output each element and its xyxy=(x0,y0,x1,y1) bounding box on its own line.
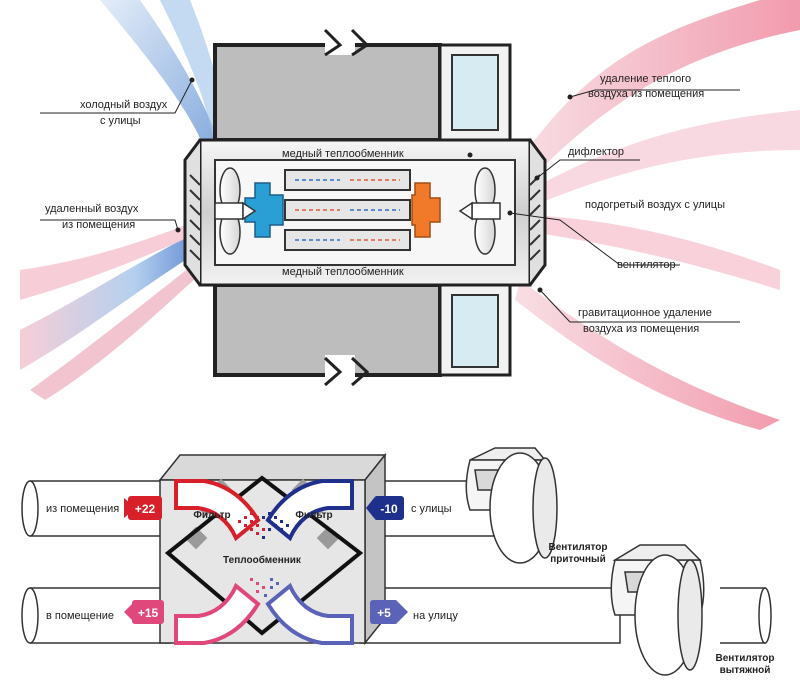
label-exchanger-top: медный теплообменник xyxy=(282,148,404,160)
copper-exchanger xyxy=(284,169,411,251)
warm-chamber xyxy=(411,182,441,238)
label-cold-air-2: с улицы xyxy=(100,115,141,127)
label-removed-air-2: из помещения xyxy=(62,219,135,231)
duct-from-room xyxy=(174,479,261,542)
recuperator-body xyxy=(183,138,547,287)
wall-top xyxy=(213,28,512,142)
svg-text:+5: +5 xyxy=(377,606,391,620)
label-warm-out-2: воздуха из помещения xyxy=(588,88,704,100)
label-warm-out-1: удаление теплого xyxy=(600,73,691,85)
temp-badge-from-street: -10 xyxy=(366,496,404,520)
fan-right-icon xyxy=(458,167,501,255)
label-removed-air-1: удаленный воздух xyxy=(45,203,139,215)
fan-exhaust-icon xyxy=(610,544,705,676)
svg-text:+22: +22 xyxy=(135,502,156,516)
temp-badge-to-room: +15 xyxy=(124,600,164,624)
label-gravity-2: воздуха из помещения xyxy=(583,323,699,335)
fan-supply-label-2: приточный xyxy=(550,554,605,565)
exchanger-label: Теплообменник xyxy=(223,554,302,566)
leader-lines xyxy=(40,77,740,323)
duct-to-room xyxy=(174,582,261,645)
pipe-label-to-room: в помещение xyxy=(46,610,114,622)
label-gravity-1: гравитационное удаление xyxy=(578,307,712,319)
temp-badge-to-street: +5 xyxy=(370,600,408,624)
top-diagram: холодный воздух с улицы удаленный воздух… xyxy=(20,0,800,430)
bottom-diagram: Теплообменник Фильтр Фильтр из помещения… xyxy=(21,447,775,676)
exchanger-dots xyxy=(238,512,289,597)
fan-left-icon xyxy=(214,167,257,255)
pipe-label-from-street: с улицы xyxy=(411,503,452,515)
label-heated-air: подогретый воздух с улицы xyxy=(585,199,725,211)
heat-exchanger-unit: Теплообменник Фильтр Фильтр xyxy=(158,452,387,646)
svg-text:-10: -10 xyxy=(380,502,398,516)
left-air-streams xyxy=(20,0,228,400)
label-deflector: дифлектор xyxy=(568,146,624,158)
filter-left-label: Фильтр xyxy=(193,510,230,521)
label-exchanger-bottom: медный теплообменник xyxy=(282,266,404,278)
pipe-label-to-street: на улицу xyxy=(413,610,458,622)
fan-supply-label-1: Вентилятор xyxy=(548,542,607,553)
fan-exhaust-label-2: вытяжной xyxy=(720,665,771,676)
pipe-label-from-room: из помещения xyxy=(46,503,119,515)
label-fan: вентилятор xyxy=(617,259,676,271)
filter-right-label: Фильтр xyxy=(295,510,332,521)
right-air-streams xyxy=(515,0,800,430)
wall-bottom xyxy=(213,283,512,387)
temp-badge-from-room: +22 xyxy=(124,496,162,520)
label-cold-air-1: холодный воздух xyxy=(80,99,168,111)
cold-chamber xyxy=(244,182,284,238)
duct-to-street xyxy=(265,582,354,645)
svg-text:+15: +15 xyxy=(138,606,159,620)
duct-from-street xyxy=(265,479,354,542)
fan-exhaust-label-1: Вентилятор xyxy=(715,653,774,664)
fan-supply-icon xyxy=(465,447,558,564)
